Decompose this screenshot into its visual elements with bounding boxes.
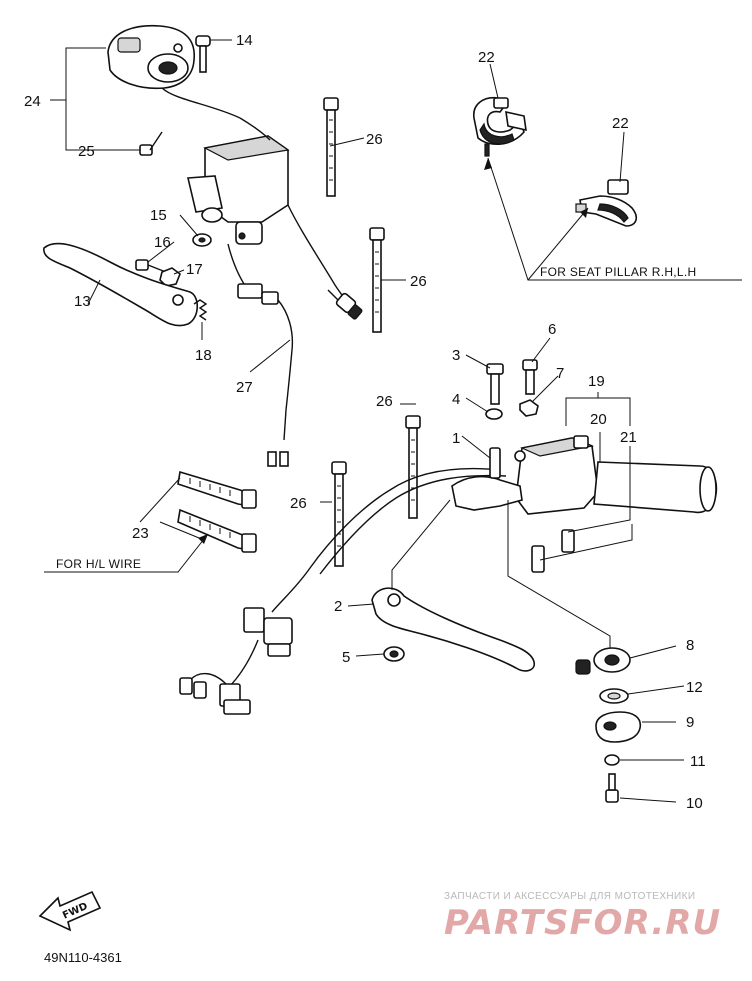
fwd-arrow-icon: FWD xyxy=(38,890,102,932)
label-7: 7 xyxy=(556,365,564,382)
label-8: 8 xyxy=(686,637,694,654)
label-26-left: 26 xyxy=(290,495,307,512)
lever-leader-2 xyxy=(391,499,611,652)
label-21: 21 xyxy=(620,429,637,446)
label-16: 16 xyxy=(154,234,171,251)
label-leader-lines xyxy=(87,63,685,803)
wire-connector-pair xyxy=(327,289,363,320)
label-15: 15 xyxy=(150,207,167,224)
label-18: 18 xyxy=(195,347,212,364)
note-hl-wire: FOR H/L WIRE xyxy=(56,557,141,571)
washer-12 xyxy=(599,688,629,704)
label-20: 20 xyxy=(590,411,607,428)
left-handlebar-switch xyxy=(107,24,241,119)
washer-11 xyxy=(604,754,620,766)
bolt-3 xyxy=(486,363,504,405)
label-22-lower: 22 xyxy=(612,115,629,132)
bracket-24-25 xyxy=(50,47,140,151)
label-26-right: 26 xyxy=(376,393,393,410)
washer-15 xyxy=(192,233,212,247)
cable-tie-26-mid xyxy=(369,227,385,333)
label-25: 25 xyxy=(78,143,95,160)
label-22-upper: 22 xyxy=(478,49,495,66)
clutch-lever-13 xyxy=(43,242,199,327)
seat-pillar-leader xyxy=(484,157,742,281)
label-10: 10 xyxy=(686,795,703,812)
part-labels: 1 2 3 4 5 6 7 8 9 10 11 12 13 14 15 16 1… xyxy=(24,32,706,812)
label-6: 6 xyxy=(548,321,556,338)
drawing-code: 49N110-4361 xyxy=(44,950,122,965)
watermark-tagline: ЗАПЧАСТИ И АКСЕССУАРЫ ДЛЯ МОТОТЕХНИКИ xyxy=(444,891,695,902)
brake-switch-8 xyxy=(575,647,631,675)
throttle-grip xyxy=(593,461,718,514)
label-3: 3 xyxy=(452,347,460,364)
band-23-lower xyxy=(177,508,257,553)
main-wire-harness xyxy=(179,467,507,715)
bracket-19-20-21 xyxy=(539,392,633,561)
nut-5 xyxy=(383,646,405,662)
bolt-6 xyxy=(522,359,538,395)
cable-tie-26-left xyxy=(331,461,347,567)
label-12: 12 xyxy=(686,679,703,696)
label-9: 9 xyxy=(686,714,694,731)
clamp-22-lower xyxy=(575,179,638,227)
label-14: 14 xyxy=(236,32,253,49)
nut-7 xyxy=(519,399,539,417)
right-switch-19 xyxy=(515,435,599,515)
switch-27 xyxy=(227,243,294,467)
plate-9 xyxy=(595,711,642,743)
lever-holder-1 xyxy=(451,447,526,511)
watermark: ЗАПЧАСТИ И АКСЕССУАРЫ ДЛЯ МОТОТЕХНИКИ PA… xyxy=(444,891,721,943)
label-4: 4 xyxy=(452,391,460,408)
brake-lever-2 xyxy=(371,587,536,672)
label-1: 1 xyxy=(452,430,460,447)
nut-17 xyxy=(159,267,181,287)
screw-14 xyxy=(195,35,211,73)
label-26-mid: 26 xyxy=(410,273,427,290)
washer-4 xyxy=(485,408,503,420)
note-seat-pillar: FOR SEAT PILLAR R.H,L.H xyxy=(540,265,697,279)
label-13: 13 xyxy=(74,293,91,310)
cable-tie-26-right xyxy=(405,415,421,519)
screws-20-21 xyxy=(531,529,575,573)
screw-10 xyxy=(605,773,619,803)
cable-tie-26-top xyxy=(323,97,339,197)
band-23-leaders xyxy=(44,477,209,573)
label-2: 2 xyxy=(334,598,342,615)
spring-18 xyxy=(193,299,208,321)
lever-holder-bracket xyxy=(187,117,357,316)
label-17: 17 xyxy=(186,261,203,278)
label-19: 19 xyxy=(588,373,605,390)
label-27: 27 xyxy=(236,379,253,396)
screw-25 xyxy=(139,131,163,156)
label-26-top: 26 xyxy=(366,131,383,148)
label-5: 5 xyxy=(342,649,350,666)
clamp-22-upper xyxy=(473,96,527,157)
watermark-logo: PARTSFOR.RU xyxy=(444,903,721,943)
label-24: 24 xyxy=(24,93,41,110)
label-11: 11 xyxy=(690,753,706,770)
label-23: 23 xyxy=(132,525,149,542)
band-23-upper xyxy=(177,470,257,509)
